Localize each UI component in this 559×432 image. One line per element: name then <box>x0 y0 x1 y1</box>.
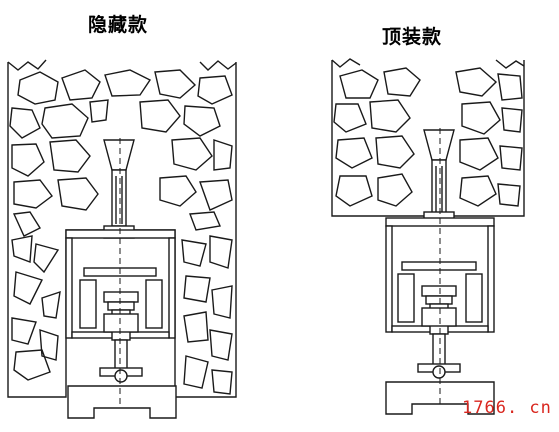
top-mount-type-assembly <box>331 58 525 415</box>
stone <box>154 69 197 99</box>
stone <box>497 183 521 207</box>
stone <box>13 271 43 305</box>
stone <box>339 69 379 99</box>
stone <box>211 285 233 319</box>
stone <box>459 137 499 171</box>
stone <box>183 355 209 389</box>
stone <box>499 145 523 171</box>
stone <box>369 99 411 133</box>
stone <box>11 235 33 263</box>
hidden-type-assembly <box>7 59 237 419</box>
stone <box>41 290 61 319</box>
stone <box>459 175 497 207</box>
stone <box>13 349 51 381</box>
stone <box>501 107 523 133</box>
stone <box>33 243 60 274</box>
stone <box>61 69 101 101</box>
stone <box>39 329 59 361</box>
stone <box>209 235 233 269</box>
left-hanger-wheel <box>103 301 139 373</box>
stone <box>455 67 498 97</box>
stone <box>49 139 91 173</box>
hidden-type-title: 隐藏款 <box>88 14 149 36</box>
left-stone-texture <box>9 69 233 395</box>
right-hanger-wheel <box>421 295 457 367</box>
stone <box>211 369 233 395</box>
stone <box>11 317 37 345</box>
stone <box>183 105 221 137</box>
stone <box>335 137 373 169</box>
left-door-rail <box>67 367 177 419</box>
site-watermark: 1766. cn <box>462 398 552 418</box>
stone <box>209 329 233 361</box>
stone <box>57 177 99 211</box>
stone <box>41 103 89 139</box>
stone <box>139 99 181 133</box>
stone <box>377 173 413 207</box>
stone <box>333 103 367 133</box>
left-anchor-bolt <box>103 139 135 239</box>
stone <box>199 179 233 211</box>
stone <box>497 73 523 101</box>
stone <box>189 211 221 231</box>
stone <box>183 275 211 303</box>
stone <box>17 71 59 105</box>
stone <box>89 99 109 123</box>
stone <box>13 179 53 209</box>
stone <box>104 69 152 97</box>
top-mount-type-title: 顶装款 <box>382 26 443 48</box>
stone <box>461 101 501 135</box>
stone <box>12 211 42 237</box>
stone <box>183 311 209 343</box>
right-ceiling-top-edge <box>331 58 525 69</box>
right-anchor-bolt <box>423 129 455 225</box>
stone <box>9 107 41 139</box>
stone <box>197 75 233 105</box>
right-stone-texture <box>333 67 523 207</box>
stone <box>11 143 45 177</box>
stone <box>383 67 421 97</box>
stone <box>375 135 415 169</box>
stone <box>171 137 213 171</box>
stone <box>335 175 373 207</box>
left-wall-top-edge <box>7 59 237 71</box>
stone <box>213 139 233 171</box>
stone <box>159 175 197 207</box>
stone <box>181 239 207 267</box>
